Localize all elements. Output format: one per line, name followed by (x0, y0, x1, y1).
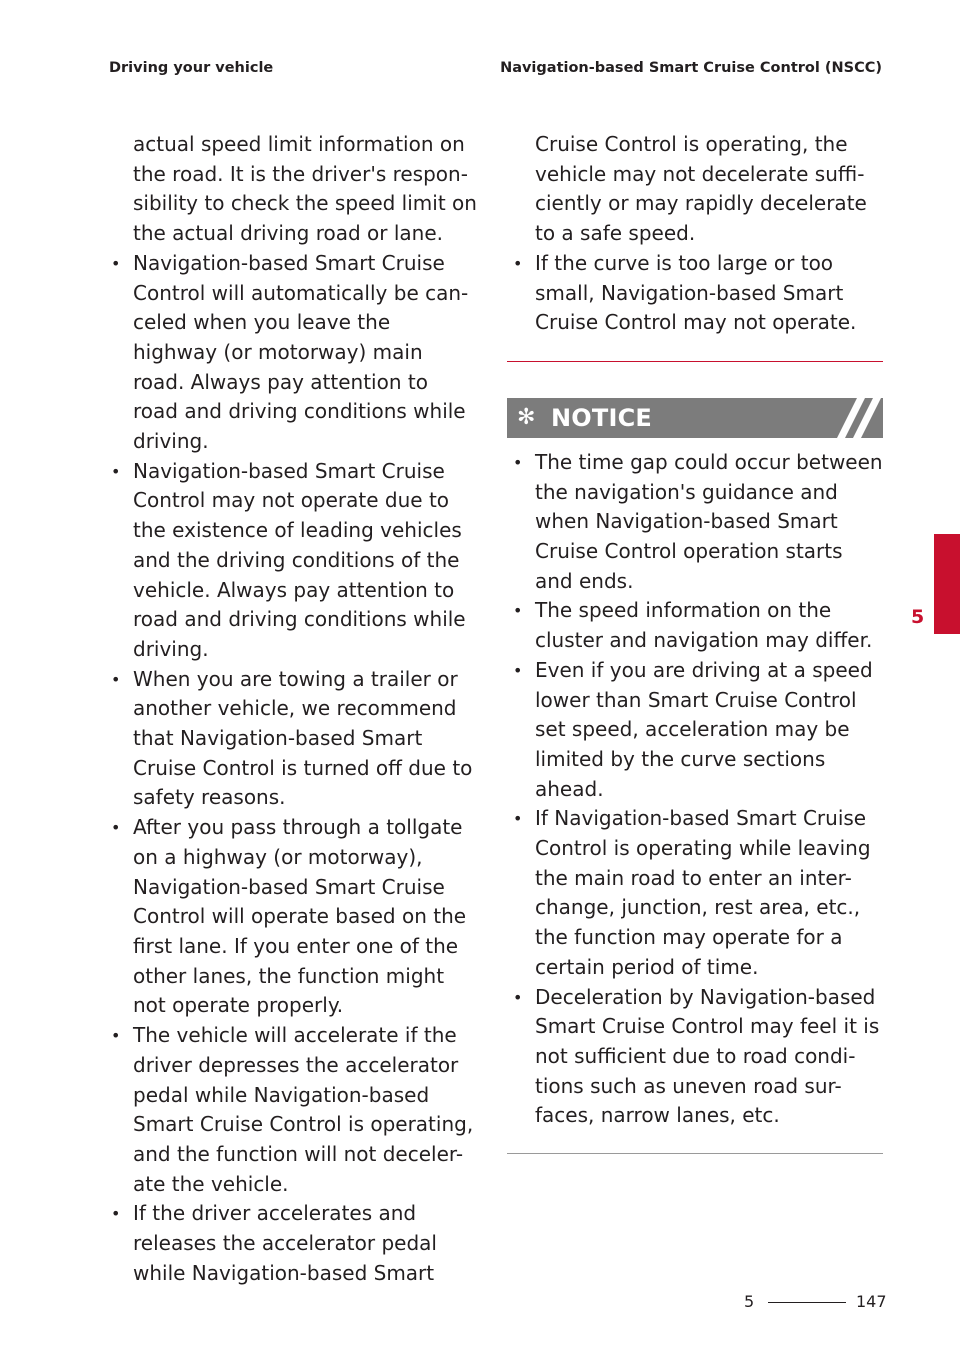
footer-chapter-number: 5 (744, 1292, 755, 1311)
notice-list: • The time gap could occur between the na… (507, 448, 883, 1131)
list-item: • The speed information on the cluster an… (507, 596, 883, 655)
list-item: • Deceleration by Navigation-based Smart … (507, 983, 883, 1132)
list-item-text: If Navigation-based Smart Cruise Control… (535, 806, 871, 979)
list-item: • Navigation-based Smart Cruise Control m… (105, 457, 477, 665)
list-item-text: If the curve is too large or too small, … (535, 250, 857, 335)
asterisk-icon: ✻ (517, 404, 536, 430)
list-item: • The time gap could occur between the na… (507, 448, 883, 597)
continued-text: Cruise Control is operating, the vehicle… (535, 132, 867, 246)
notice-banner: ✻ NOTICE (507, 397, 883, 438)
list-item: • After you pass through a tollgate on a … (105, 813, 477, 1021)
bullet-icon: • (513, 809, 523, 829)
chapter-tab-number: 5 (911, 606, 925, 628)
bullet-icon: • (111, 1026, 121, 1046)
list-item-text: Navigation-based Smart Cruise Control wi… (133, 250, 469, 454)
list-item: • If the driver accelerates and releases … (105, 1199, 477, 1288)
bullet-icon: • (513, 601, 523, 621)
list-item: • If Navigation-based Smart Cruise Contro… (507, 804, 883, 982)
running-header-right: Navigation-based Smart Cruise Control (N… (500, 60, 882, 76)
list-item: • If the curve is too large or too small,… (507, 249, 883, 338)
notice-end-divider (507, 1153, 883, 1155)
bullet-icon: • (111, 1204, 121, 1224)
footer-rule (768, 1302, 846, 1303)
bullet-icon: • (111, 669, 121, 689)
chapter-tab (934, 534, 960, 634)
bullet-icon: • (111, 461, 121, 481)
list-item-text: The vehicle will accelerate if the drive… (133, 1023, 474, 1196)
right-column: Cruise Control is operating, the vehicle… (507, 130, 883, 1155)
bullet-icon: • (513, 452, 523, 472)
list-item-text: The speed information on the cluster and… (535, 598, 873, 653)
notice-title: NOTICE (551, 403, 652, 432)
bullet-icon: • (513, 253, 523, 273)
list-item-text: Deceleration by Navigation-based Smart C… (535, 984, 880, 1128)
bullet-icon: • (111, 818, 121, 838)
list-item: • The vehicle will accelerate if the driv… (105, 1021, 477, 1199)
running-header-left: Driving your vehicle (109, 60, 274, 76)
list-item-text: Navigation-based Smart Cruise Control ma… (133, 458, 466, 661)
list-item-text: Even if you are driving at a speed lower… (535, 657, 873, 801)
bullet-icon: • (111, 253, 121, 273)
list-item: • Navigation-based Smart Cruise Control w… (105, 249, 477, 457)
list-item-text: If the driver accelerates and releases t… (133, 1201, 437, 1285)
bullet-list: • Navigation-based Smart Cruise Control w… (105, 249, 477, 1289)
section-divider (507, 360, 883, 362)
list-item-text: After you pass through a tollgate on a h… (133, 815, 467, 1018)
continued-text: actual speed limit information on the ro… (133, 132, 477, 246)
list-item-text: The time gap could occur between the nav… (535, 449, 883, 593)
list-item: • Even if you are driving at a speed lowe… (507, 656, 883, 805)
bullet-icon: • (513, 660, 523, 680)
page-number: 147 (856, 1292, 887, 1311)
left-column: actual speed limit information on the ro… (105, 130, 477, 1288)
bullet-list: • If the curve is too large or too small,… (507, 249, 883, 338)
bullet-icon: • (513, 987, 523, 1007)
list-item: • When you are towing a trailer or anothe… (105, 665, 477, 814)
list-item-text: When you are towing a trailer or another… (133, 666, 473, 810)
slash-stripes-icon (837, 397, 881, 438)
